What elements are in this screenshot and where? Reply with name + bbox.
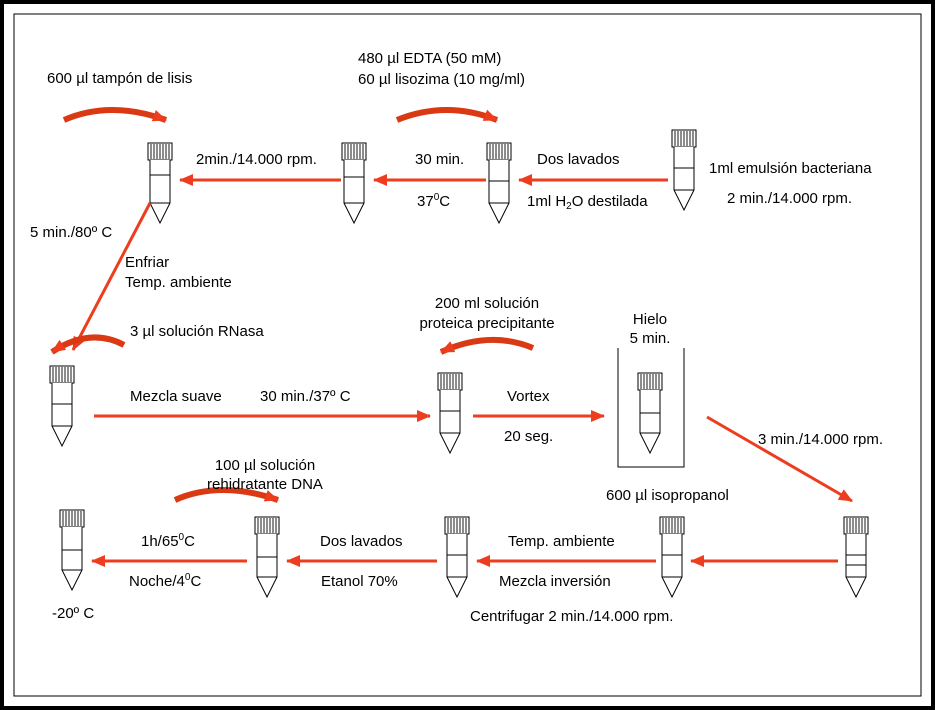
label-centrifuge: Centrifugar 2 min./14.000 rpm. [470,608,674,625]
tube-emulsion [671,129,697,211]
tube-lysis [147,142,173,224]
label-overnight-4: Noche/40C [129,572,202,591]
label-spin-3min: 3 min./14.000 rpm. [758,431,884,448]
label-gentle-mix: Mezcla suave [130,388,222,405]
label-protein-1: 200 ml solución [434,295,540,312]
label-edta: 480 µl EDTA (50 mM) [358,50,502,67]
add-arrow-protein [439,337,535,355]
label-emulsion-spin: 2 min./14.000 rpm. [727,190,853,207]
label-washes-1: Dos lavados [537,151,620,168]
label-ethanol: Etanol 70% [321,573,398,590]
tube-isopropanol [659,516,685,598]
label-gentle-mix-cond: 30 min./37º C [260,388,351,405]
label-incubate-65: 1h/650C [141,532,195,551]
tube-protein [437,372,463,454]
label-incubate-time: 30 min. [415,151,465,168]
inner-frame [13,13,922,697]
add-arrow-rehydration [173,487,279,503]
ice-bucket [617,348,685,468]
label-isopropanol: 600 µl isopropanol [606,487,729,504]
tube-final [59,509,85,591]
label-invert-mix: Mezcla inversión [499,573,611,590]
label-room-temp-1: Temp. ambiente [125,274,232,291]
label-emulsion: 1ml emulsión bacteriana [709,160,872,177]
label-incubate-temp: 370C [417,192,451,211]
add-arrow-lysis [62,107,168,123]
tube-washed [486,142,512,224]
label-ice: Hielo [632,311,668,328]
label-lysis-buffer: 600 µl tampón de lisis [47,70,193,87]
label-protein-2: proteica precipitante [419,315,555,332]
label-store: -20º C [52,605,95,622]
tube-washed-ethanol [254,516,280,598]
label-rehydration-1: 100 µl solución [214,457,316,474]
label-vortex-time: 20 seg. [504,428,554,445]
arrow-spin-3min [706,415,853,503]
label-vortex: Vortex [507,388,550,405]
tube-supernatant [843,516,869,598]
add-arrow-edta [395,107,499,123]
tube-centrifuged [444,516,470,598]
label-rehydration-2: rehidratante DNA [207,476,323,493]
label-lysozyme: 60 µl lisozima (10 mg/ml) [358,71,526,88]
label-washes-2: Dos lavados [320,533,403,550]
label-rnase: 3 µl solución RNasa [130,323,264,340]
tube-rnase [49,365,75,447]
tube-ice [637,372,663,454]
label-ice-time: 5 min. [629,330,671,347]
label-heat: 5 min./80º C [30,224,113,241]
label-room-temp-2: Temp. ambiente [508,533,615,550]
arrow-heat-cool [71,202,152,351]
label-distilled-water: 1ml H2O destilada [527,193,648,212]
label-spin-2min: 2min./14.000 rpm. [196,151,317,168]
tube-edta-lysozyme [341,142,367,224]
add-arrow-rnase [50,334,126,355]
label-cool: Enfriar [125,254,170,271]
